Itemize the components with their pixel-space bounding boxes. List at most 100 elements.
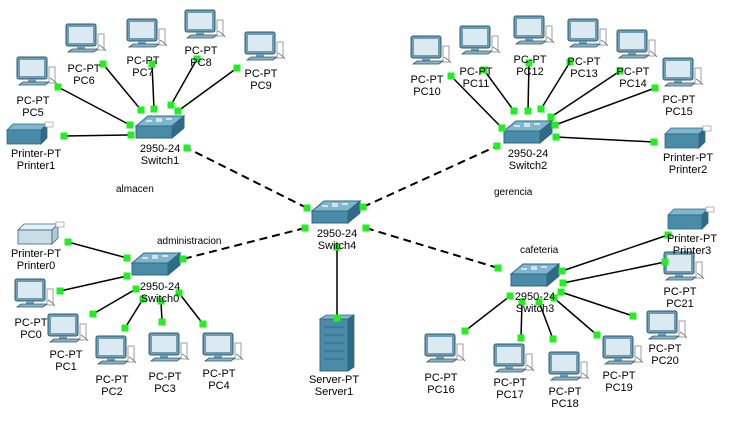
pc17-name-label: PC17	[496, 389, 524, 401]
link-switch3-pc20	[560, 291, 634, 317]
link-switch0-pc0	[59, 275, 128, 292]
link-switch3-pc19	[553, 297, 598, 336]
pc0-pc-icon[interactable]	[14, 278, 56, 308]
printer0-type-label: Printer-PT	[11, 248, 61, 260]
pc17-pc-icon[interactable]	[493, 343, 535, 373]
port-light-switch0	[175, 289, 183, 297]
pc14-pc-icon[interactable]	[616, 29, 658, 59]
pc20-pc-icon[interactable]	[646, 310, 688, 340]
switch4-switch-icon[interactable]	[310, 199, 362, 225]
port-light-printer2	[650, 138, 658, 146]
pc12-type-label: PC-PT	[514, 54, 547, 66]
printer0-printer-icon[interactable]	[17, 221, 65, 245]
link-switch0-pc4	[178, 292, 204, 325]
pc16-pc-icon[interactable]	[424, 333, 466, 363]
port-light-switch0	[179, 255, 187, 263]
switch2-switch-icon[interactable]	[502, 119, 554, 145]
pc7-name-label: PC7	[132, 67, 153, 79]
port-light-switch0	[157, 297, 165, 305]
pc1-pc-icon[interactable]	[47, 313, 89, 343]
port-light-switch0	[123, 272, 131, 280]
printer2-printer-icon[interactable]	[664, 125, 712, 149]
port-light-printer3	[664, 231, 672, 239]
port-light-pc12	[525, 59, 533, 67]
pc3-name-label: PC3	[154, 383, 175, 395]
printer1-printer-icon[interactable]	[6, 121, 54, 145]
pc15-pc-icon[interactable]	[662, 57, 704, 87]
link-switch2-printer2	[555, 136, 655, 143]
pc13-pc-icon[interactable]	[567, 18, 609, 48]
ports-layer	[54, 55, 672, 343]
pc15-name-label: PC15	[665, 106, 693, 118]
pc3-pc-icon[interactable]	[148, 332, 190, 362]
link-switch0-pc2	[124, 298, 144, 329]
switch0-switch-icon[interactable]	[130, 251, 182, 277]
port-light-switch2	[510, 107, 518, 115]
pc8-pc-icon[interactable]	[184, 9, 226, 39]
pc0-type-label: PC-PT	[15, 317, 48, 329]
port-light-switch3	[550, 294, 558, 302]
link-switch3-printer3	[561, 234, 669, 272]
pc20-type-label: PC-PT	[649, 343, 682, 355]
switch1-type-label: 2950-24	[140, 143, 180, 155]
pc13-type-label: PC-PT	[568, 56, 601, 68]
switch3-name-label: Switch3	[516, 303, 555, 315]
switch1-switch-icon[interactable]	[134, 114, 186, 140]
link-switch2-pc11	[483, 69, 515, 112]
port-light-switch2	[493, 142, 501, 150]
area-label-administracion: administracion	[157, 236, 221, 247]
port-light-switch2	[551, 121, 559, 129]
area-label-cafeteria: cafeteria	[520, 245, 559, 256]
pc16-name-label: PC16	[427, 384, 455, 396]
port-light-switch0	[139, 295, 147, 303]
pc18-pc-icon[interactable]	[548, 351, 590, 381]
port-light-pc8	[193, 55, 201, 63]
link-switch0-pc1	[92, 288, 137, 315]
port-light-switch2	[524, 107, 532, 115]
port-light-switch3	[494, 264, 502, 272]
pc10-pc-icon[interactable]	[410, 35, 452, 65]
port-light-switch4	[333, 243, 341, 251]
port-light-pc1	[89, 310, 97, 318]
pc5-pc-icon[interactable]	[16, 56, 58, 86]
printer1-type-label: Printer-PT	[11, 148, 61, 160]
link-switch3-pc21	[562, 261, 666, 284]
switch4-name-label: Switch4	[318, 240, 357, 252]
pc19-type-label: PC-PT	[603, 370, 636, 382]
port-light-switch3	[535, 298, 543, 306]
port-light-switch4	[362, 224, 370, 232]
port-light-pc18	[549, 335, 557, 343]
port-light-switch1	[126, 121, 134, 129]
pc11-name-label: PC11	[463, 78, 490, 90]
area-labels-layer: almacen gerencia administracion cafeteri…	[116, 184, 559, 256]
pc13-name-label: PC13	[570, 68, 598, 80]
link-switch1-pc8	[170, 58, 198, 106]
port-light-switch1	[137, 106, 145, 114]
pc21-pc-icon[interactable]	[663, 251, 705, 281]
port-light-pc15	[651, 84, 659, 92]
pc1-name-label: PC1	[55, 361, 76, 373]
pc6-pc-icon[interactable]	[65, 23, 107, 53]
pc4-type-label: PC-PT	[203, 368, 236, 380]
port-light-pc7	[148, 60, 156, 68]
pc19-pc-icon[interactable]	[602, 335, 644, 365]
printer3-printer-icon[interactable]	[667, 206, 715, 230]
port-light-switch3	[506, 292, 514, 300]
pc2-pc-icon[interactable]	[95, 335, 137, 365]
pc12-pc-icon[interactable]	[513, 15, 555, 45]
pc11-pc-icon[interactable]	[459, 25, 501, 55]
switch4-type-label: 2950-24	[317, 228, 357, 240]
port-light-pc2	[121, 324, 129, 332]
pc9-pc-icon[interactable]	[244, 31, 286, 61]
link-switch0-printer0	[67, 241, 128, 259]
switch3-switch-icon[interactable]	[509, 262, 561, 288]
port-light-switch2	[537, 105, 545, 113]
pc2-type-label: PC-PT	[96, 374, 129, 386]
pc4-pc-icon[interactable]	[202, 332, 244, 362]
link-switch4-switch0	[182, 227, 306, 260]
pc7-pc-icon[interactable]	[126, 18, 168, 48]
link-switch1-pc7	[151, 63, 155, 110]
server1-server-icon[interactable]	[318, 314, 356, 372]
pc9-type-label: PC-PT	[245, 68, 278, 80]
